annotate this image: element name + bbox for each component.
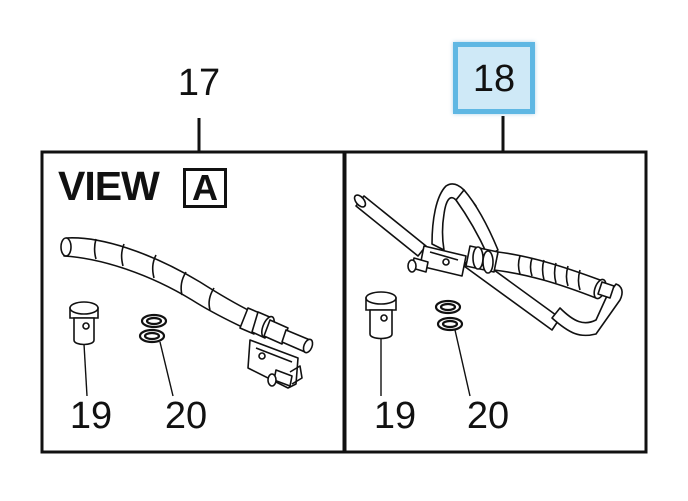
hose-17-illustration (60, 237, 314, 389)
leader-line-20-left (159, 341, 174, 397)
callout-17-label[interactable]: 17 (177, 62, 221, 104)
view-label: VIEW (58, 163, 160, 209)
banjo-bolt-19-right (365, 291, 397, 340)
tube-assembly-18-illustration (353, 183, 623, 337)
leader-line-20-right (454, 329, 471, 397)
panel-assembly (342, 150, 648, 454)
callout-20-right-label[interactable]: 20 (466, 395, 510, 437)
washers-20-left (138, 313, 168, 344)
banjo-bolt-19-left (69, 301, 99, 346)
callout-18-highlight[interactable] (453, 42, 535, 114)
leader-line-19-left (83, 343, 88, 397)
callout-19-left-label[interactable]: 19 (69, 395, 113, 437)
callout-18-label[interactable]: 18 (472, 58, 516, 100)
view-letter-box: A (183, 168, 227, 208)
callout-20-left-label[interactable]: 20 (164, 395, 208, 437)
callout-19-right-label[interactable]: 19 (373, 395, 417, 437)
washers-20-right (434, 299, 464, 332)
